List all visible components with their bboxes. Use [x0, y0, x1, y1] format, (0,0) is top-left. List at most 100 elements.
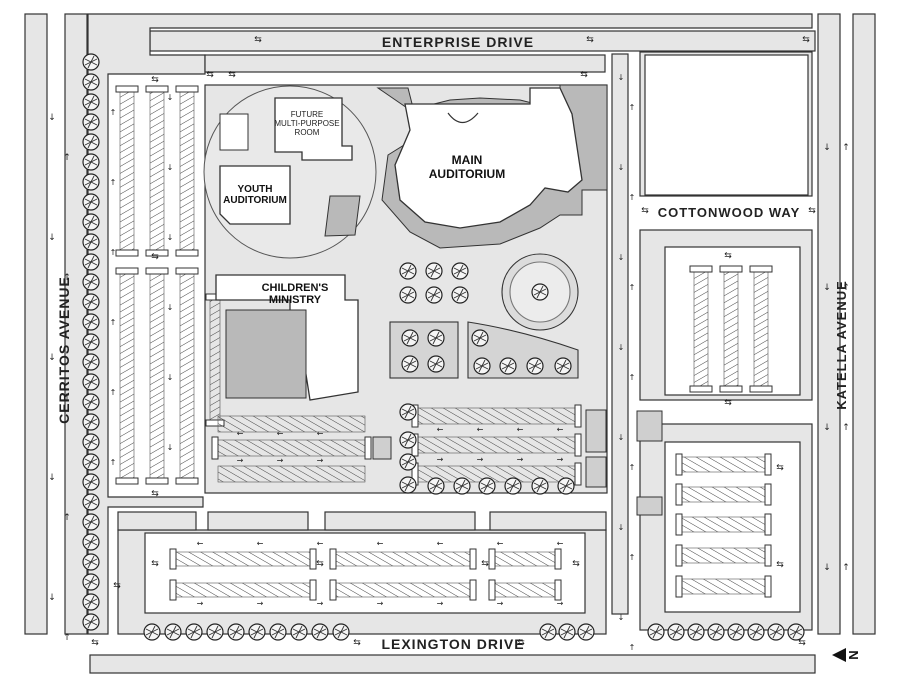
south-east-row-1-cap-left	[675, 453, 683, 476]
central-aisle-arrow: ←	[477, 425, 484, 434]
west-row-north-3-cap-top	[175, 85, 199, 93]
south-lot-aisle-arrow: →	[437, 599, 444, 608]
central-aisle-arrow: ←	[517, 425, 524, 434]
east-drive-arrow: ↓	[618, 433, 625, 442]
west-lot-two-way-arrow-1: ⇆	[151, 75, 159, 85]
south-row-a-2-cap-right	[469, 548, 477, 570]
cerritos-northbound-arrow: ↑	[63, 633, 71, 643]
street-tree-lexington-west-branches	[313, 625, 327, 639]
west-parking-rows	[115, 85, 225, 485]
north-east-lot-inner	[644, 54, 809, 196]
youth-auditorium-wing	[324, 195, 361, 237]
south-lot-aisle-arrow: ←	[377, 539, 384, 548]
cottonwood-two-way-arrow-1: ⇆	[641, 206, 649, 216]
central-row-2-cap-right	[364, 436, 372, 460]
utility-box-2	[585, 409, 607, 453]
west-lot-two-way-arrow-4: ⇆	[206, 70, 214, 80]
small-annex	[219, 113, 249, 151]
south-lot-aisle-arrow: →	[557, 599, 564, 608]
cottonwood-two-way-arrow-2: ⇆	[808, 206, 816, 216]
childrens-ministry-shade	[225, 309, 307, 399]
east-drive-arrow: ↑	[629, 463, 636, 472]
west-row-north-1-cap-bottom	[115, 249, 139, 257]
utility-box-5	[636, 496, 663, 516]
katella-northbound-arrow: ↑	[842, 563, 850, 573]
courtyard-tree-3-branches	[403, 357, 417, 371]
street-tree-cerritos-branches	[84, 195, 98, 209]
cottonwood-row-3-cap-top	[749, 265, 773, 273]
central-row-4-cap-right	[574, 404, 582, 428]
youth-auditorium-label-2: AUDITORIUM	[223, 195, 287, 206]
central-aisle-arrow: →	[317, 456, 324, 465]
west-aisle-arrow: ↓	[167, 163, 174, 172]
west-row-north-1-cap-top	[115, 85, 139, 93]
main-auditorium-building	[394, 87, 583, 229]
courtyard-tree-8-branches	[528, 359, 542, 373]
courtyard-tree-7-branches	[501, 359, 515, 373]
lot-tree-7-branches	[480, 479, 494, 493]
south-lot-aisle-arrow: →	[197, 599, 204, 608]
lot-two-way-arrow-3: ⇆	[481, 559, 489, 569]
west-row-north-3-cap-bottom	[175, 249, 199, 257]
south-east-row-3-cap-right	[764, 513, 772, 536]
south-lot-north-strip-4	[489, 511, 607, 531]
west-aisle-arrow: ↓	[167, 233, 174, 242]
south-east-row-3	[681, 516, 766, 533]
main-auditorium-stage	[447, 112, 479, 124]
courtyard-tree-4-branches	[429, 357, 443, 371]
cottonwood-row-1-cap-bottom	[689, 385, 713, 393]
street-tree-cerritos-branches	[84, 575, 98, 589]
street-tree-cerritos-branches	[84, 335, 98, 349]
katella-avenue-label: KATELLA AVENUE	[834, 280, 849, 410]
street-tree-lexington-west-branches	[229, 625, 243, 639]
north-parking-strip	[204, 54, 606, 73]
future-mp-room-label-3: ROOM	[295, 128, 320, 137]
lexington-two-way-arrow-3: ⇆	[353, 638, 361, 648]
south-east-row-3-cap-left	[675, 513, 683, 536]
south-row-a-1-cap-right	[309, 548, 317, 570]
future-mp-room-label-2: MULTI-PURPOSE	[274, 119, 339, 128]
lot-tree-2-branches	[401, 433, 415, 447]
central-aisle-arrow: →	[237, 456, 244, 465]
south-east-row-2	[681, 486, 766, 503]
central-aisle-arrow: ←	[317, 429, 324, 438]
cerritos-southbound-arrow: ↓	[48, 593, 56, 603]
west-row-south-1	[119, 273, 135, 479]
cottonwood-row-2	[723, 271, 739, 387]
courtyard-tree-2-branches	[429, 331, 443, 345]
utility-box-3	[585, 456, 607, 488]
west-row-south-1-cap-top	[115, 267, 139, 275]
katella-southbound-arrow: ↓	[823, 423, 831, 433]
plaza-tree-5-branches	[427, 288, 441, 302]
utility-structures	[372, 409, 663, 516]
south-east-row-2-cap-left	[675, 483, 683, 506]
south-lot-aisle-arrow: ←	[197, 539, 204, 548]
south-lot-aisle-arrow: →	[377, 599, 384, 608]
south-row-a-2-cap-left	[329, 548, 337, 570]
lot-two-way-arrow-2: ⇆	[316, 559, 324, 569]
plaza-tree-6-branches	[453, 288, 467, 302]
street-tree-cerritos-branches	[84, 595, 98, 609]
south-east-parking-rows	[675, 453, 772, 598]
cottonwood-way-label: COTTONWOOD WAY	[658, 205, 801, 220]
west-lot-two-way-arrow-2: ⇆	[151, 252, 159, 262]
street-tree-lexington-mid-branches	[579, 625, 593, 639]
central-aisle-arrow: →	[277, 456, 284, 465]
street-tree-cerritos-branches	[84, 115, 98, 129]
south-east-row-1	[681, 456, 766, 473]
central-aisle-arrow: →	[517, 455, 524, 464]
katella-avenue-inner-road	[817, 13, 841, 635]
lexington-two-way-arrow-5: ⇆	[798, 638, 806, 648]
south-lot-aisle-arrow: ←	[437, 539, 444, 548]
street-tree-cerritos-branches	[84, 315, 98, 329]
childrens-ministry-building	[215, 274, 359, 401]
street-tree-lexington-mid-branches	[560, 625, 574, 639]
traffic-arrows: ⇆⇆⇆⇆⇆⇆⇆⇆⇆⇆⇆⇆⇆⇆⇆⇆⇆⇆⇆⇆⇆⇆⇆⇆↓↑↓↑↓↑↓↑↓↑↓↑↓↑↓↑…	[48, 35, 850, 652]
south-lot-aisle-arrow: →	[317, 599, 324, 608]
tree-plaza-east	[467, 321, 579, 379]
lot-two-way-arrow-4: ⇆	[572, 559, 580, 569]
street-tree-cerritos-branches	[84, 175, 98, 189]
street-tree-cerritos-branches	[84, 375, 98, 389]
street-tree-cerritos-branches	[84, 615, 98, 629]
cerritos-southbound-arrow: ↓	[48, 473, 56, 483]
